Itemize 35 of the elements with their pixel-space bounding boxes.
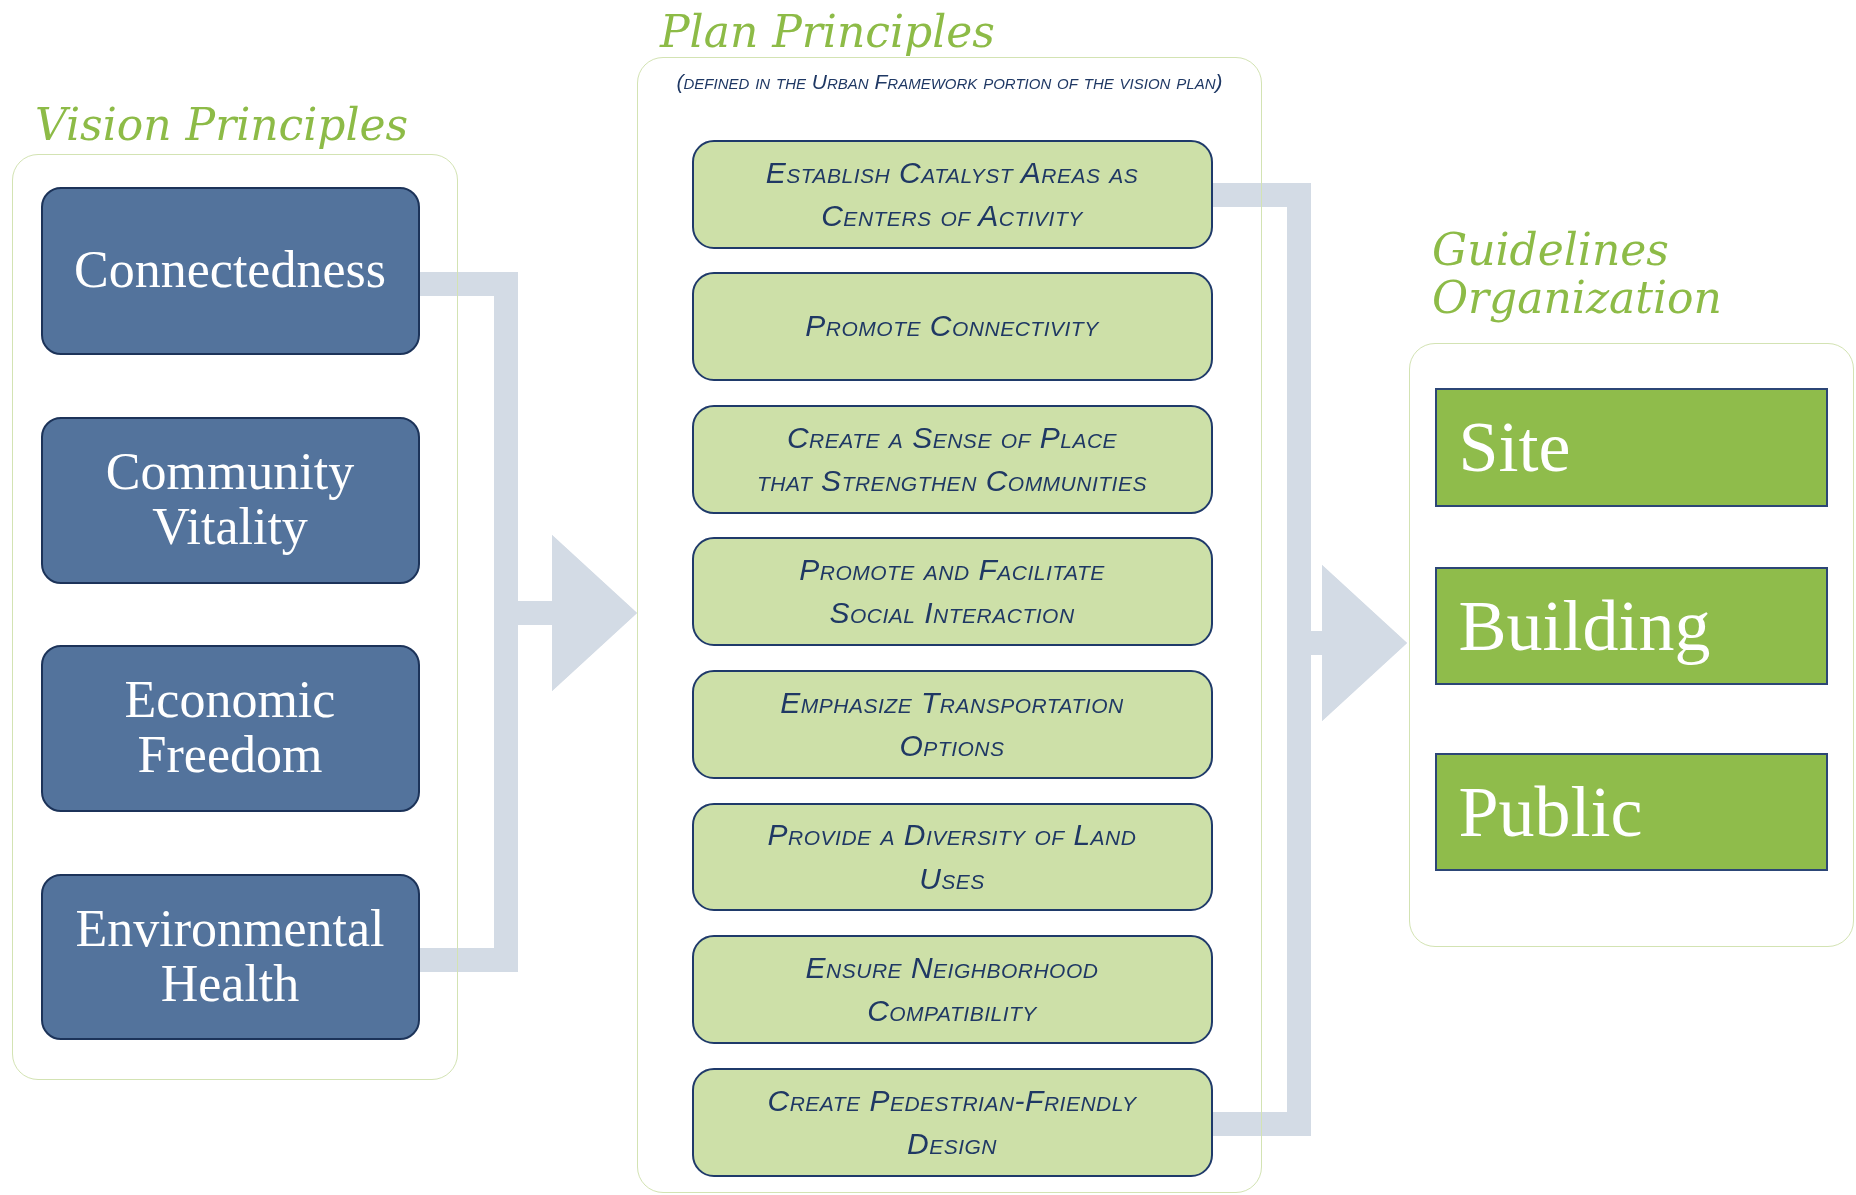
guideline-box [1434, 566, 1828, 685]
box-label: Economic Freedom [123, 673, 337, 783]
vision-principle-box [40, 416, 420, 584]
box-label: Ensure Neighborhood Compatibility [804, 949, 1100, 1029]
box-label: Community Vitality [104, 445, 356, 555]
box-label: Emphasize Transportation Options [779, 684, 1125, 764]
box-label: Promote and Facilitate Social Interaction [798, 551, 1106, 631]
plan-principle-box [691, 934, 1213, 1044]
box-label: Create a Sense of Place that Strengthen Communities [756, 419, 1148, 499]
section-heading: Guidelines Organization [1432, 226, 1723, 323]
bracket-arrow [1213, 565, 1407, 1136]
box-label: Provide a Diversity of Land Uses [766, 817, 1138, 897]
plan-principle-box [691, 139, 1213, 249]
box-label: Establish Catalyst Areas as Centers of Activity [764, 154, 1140, 234]
vision-principle-box [40, 186, 420, 355]
plan-principle-box [691, 802, 1213, 911]
box-label: Site [1458, 411, 1571, 483]
plan-principle-box [691, 536, 1213, 646]
vision-principle-box [40, 873, 420, 1040]
section-heading: Plan Principles [660, 8, 995, 57]
bracket-arrow [420, 535, 637, 972]
plan-principle-box [691, 1067, 1213, 1177]
section-subtitle: (defined in the Urban Framework portion of the vision plan) [675, 70, 1224, 94]
box-label: Create Pedestrian-Friendly Design [766, 1082, 1138, 1162]
plan-principle-box [691, 404, 1213, 514]
box-label: Promote Connectivity [805, 308, 1099, 345]
box-label: Public [1458, 775, 1643, 848]
section-heading: Vision Principles [35, 101, 409, 150]
vision-principle-box [40, 644, 420, 812]
plan-principle-box [691, 669, 1213, 779]
guideline-box [1434, 752, 1828, 871]
box-label: Environmental Health [74, 901, 386, 1012]
guideline-box [1434, 387, 1828, 507]
box-label: Connectedness [74, 243, 386, 298]
plan-principle-box [691, 271, 1213, 381]
